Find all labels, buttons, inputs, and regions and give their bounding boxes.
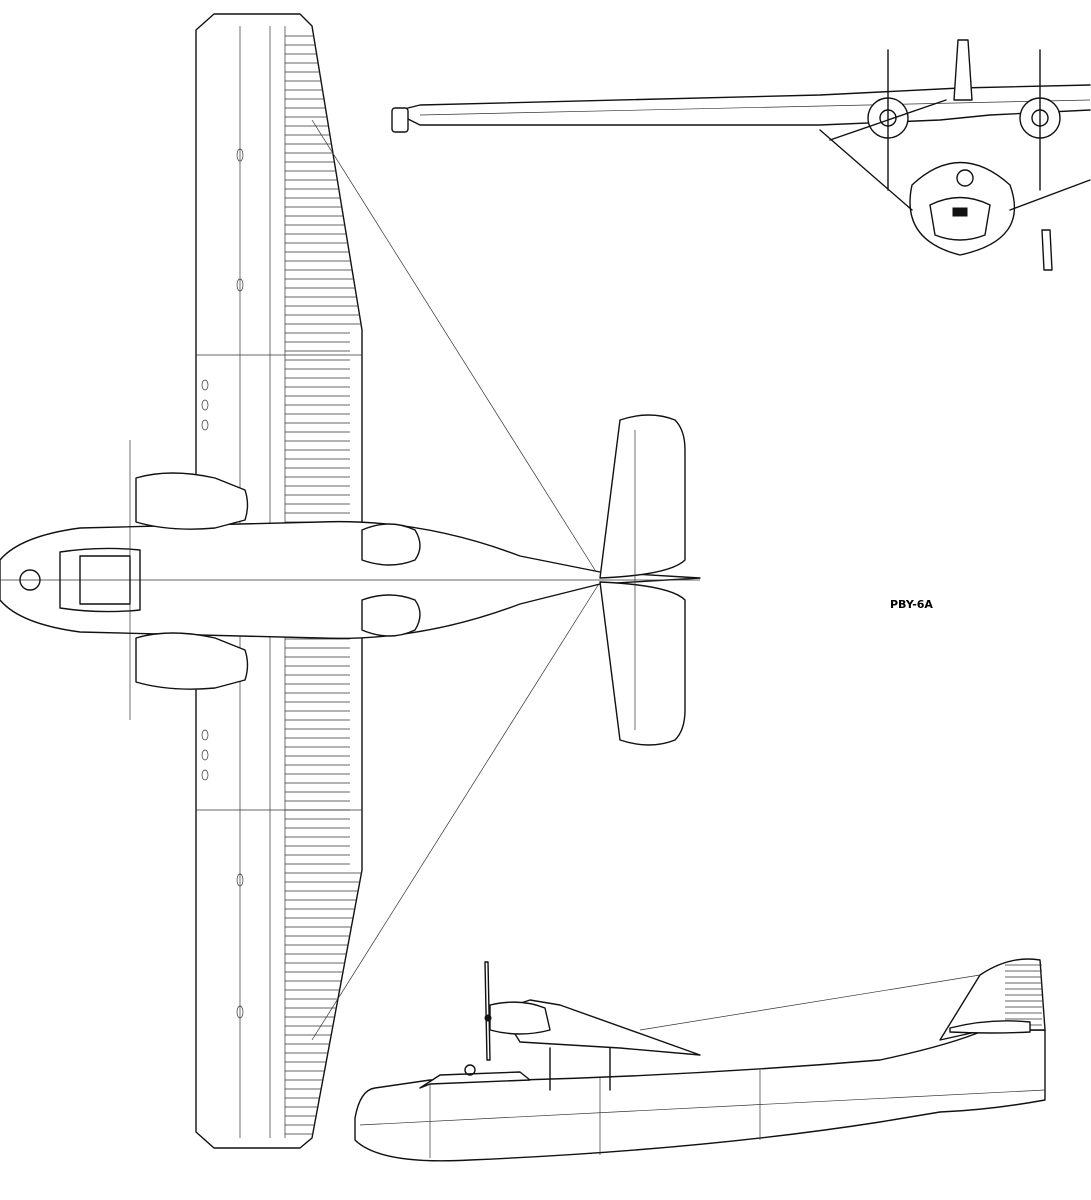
hull-plan xyxy=(0,520,701,640)
horizontal-tail xyxy=(599,414,686,746)
rudder-hatching xyxy=(1005,964,1042,1026)
control-surface-hatching xyxy=(285,35,362,1135)
model-label: PBY-6A xyxy=(890,598,933,611)
front-view xyxy=(391,39,1091,271)
top-view xyxy=(0,13,701,1149)
side-view xyxy=(354,958,1046,1162)
wing-planform xyxy=(195,13,363,1149)
engine-nacelles xyxy=(129,440,249,720)
